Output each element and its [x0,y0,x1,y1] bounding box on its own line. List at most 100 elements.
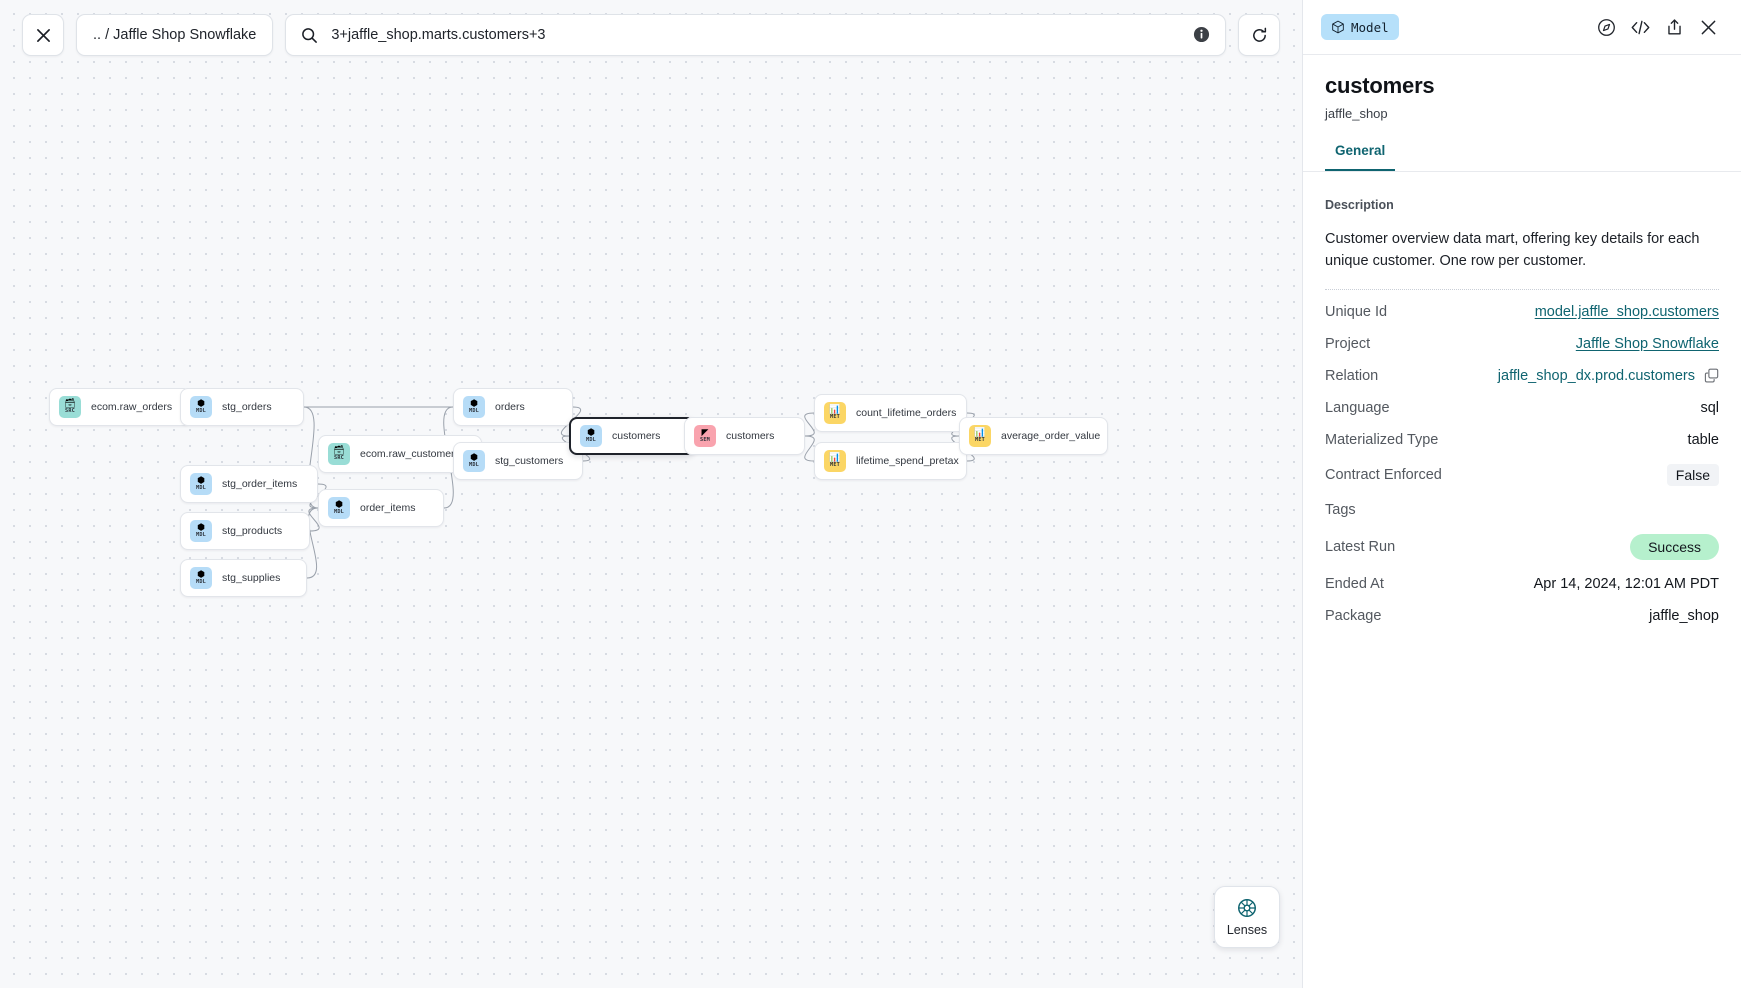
mdl-badge-icon: ⬢MDL [190,396,212,418]
sem-badge-icon: ◤SEM [694,425,716,447]
property-value[interactable]: jaffle_shop_dx.prod.customers [1498,368,1719,384]
graph-node-label: stg_order_items [222,478,298,490]
panel-body: Description Customer overview data mart,… [1303,172,1741,988]
search-input[interactable] [319,27,1193,43]
mdl-badge-icon: ⬢MDL [580,425,602,447]
property-row: Package jaffle_shop [1325,600,1719,632]
property-value: table [1688,432,1719,448]
property-value-text: jaffle_shop_dx.prod.customers [1497,367,1695,384]
graph-node-label: stg_products [222,525,283,537]
copy-icon[interactable] [1704,368,1719,383]
graph-node-label: customers [726,430,775,442]
panel-title-block: customers jaffle_shop [1303,55,1741,121]
property-row: Tags [1325,494,1719,526]
mdl-badge-icon: ⬢MDL [190,567,212,589]
node-type-label: Model [1351,19,1389,35]
property-link[interactable]: Jaffle Shop Snowflake [1575,335,1719,352]
property-key: Ended At [1325,575,1384,592]
search-bar[interactable] [285,14,1226,56]
panel-tabs: General [1303,143,1741,172]
graph-node-label: count_lifetime_orders [856,407,957,419]
search-icon [300,26,319,45]
close-icon [36,28,50,42]
property-value: False [1666,463,1719,486]
graph-node-label: average_order_value [1001,430,1101,442]
lens-icon [1238,899,1256,917]
graph-node-customers_semantic[interactable]: ◤SEM customers [684,417,805,455]
property-value: jaffle_shop [1649,608,1719,624]
property-key: Materialized Type [1325,431,1439,448]
graph-node-count_lifetime_orders[interactable]: 📊MET count_lifetime_orders [814,394,967,432]
cube-icon [1332,20,1344,34]
mdl-badge-icon: ⬢MDL [190,473,212,495]
property-value: Apr 14, 2024, 12:01 AM PDT [1534,576,1719,592]
property-value-text: Apr 14, 2024, 12:01 AM PDT [1533,575,1719,592]
divider [1325,288,1719,290]
compass-icon[interactable] [1591,12,1621,42]
property-value-text: sql [1700,399,1719,416]
property-key: Language [1325,399,1390,416]
property-row: Language sql [1325,392,1719,424]
property-key: Contract Enforced [1325,466,1442,483]
node-type-chip: Model [1321,14,1399,40]
canvas-toolbar: .. / Jaffle Shop Snowflake [0,0,1302,70]
page-title: customers [1325,73,1435,98]
property-key: Package [1325,607,1382,624]
property-key: Tags [1325,501,1356,518]
property-row: Materialized Type table [1325,424,1719,456]
property-value: Success [1630,533,1719,560]
property-value-text: table [1687,431,1719,448]
graph-node-label: stg_customers [495,455,564,467]
description-label: Description [1325,198,1394,212]
close-icon [1701,20,1715,34]
property-row: Latest Run Success [1325,526,1719,568]
breadcrumb[interactable]: .. / Jaffle Shop Snowflake [76,14,274,56]
graph-node-label: order_items [360,502,416,514]
status-badge: Success [1630,533,1719,560]
property-key: Latest Run [1325,538,1396,555]
description-text: Customer overview data mart, offering ke… [1325,231,1700,270]
code-icon[interactable] [1625,12,1655,42]
met-badge-icon: 📊MET [824,402,846,424]
refresh-button[interactable] [1238,14,1280,56]
property-row: Contract Enforced False [1325,456,1719,494]
refresh-icon [1252,27,1266,42]
graph-node-label: stg_supplies [222,572,281,584]
property-value: sql [1700,400,1719,416]
mdl-badge-icon: ⬢MDL [463,396,485,418]
graph-node-stg_supplies[interactable]: ⬢MDL stg_supplies [180,559,307,597]
graph-node-stg_order_items[interactable]: ⬢MDL stg_order_items [180,465,318,503]
met-badge-icon: 📊MET [824,450,846,472]
src-badge-icon: 🗃SRC [59,396,81,418]
panel-subtitle: jaffle_shop [1325,106,1388,121]
close-panel-button[interactable] [1693,12,1723,42]
close-lineage-button[interactable] [22,14,64,56]
value-badge: False [1666,463,1719,486]
share-icon[interactable] [1659,12,1689,42]
property-value[interactable]: model.jaffle_shop.customers [1535,304,1719,320]
mdl-badge-icon: ⬢MDL [190,520,212,542]
property-key: Unique Id [1325,303,1388,320]
detail-panel: Model [1302,0,1741,988]
property-key: Relation [1325,367,1379,384]
graph-node-stg_products[interactable]: ⬢MDL stg_products [180,512,310,550]
info-icon[interactable] [1193,26,1211,44]
property-row: Unique Id model.jaffle_shop.customers [1325,296,1719,328]
lenses-button[interactable]: Lenses [1214,886,1280,948]
property-row: Ended At Apr 14, 2024, 12:01 AM PDT [1325,568,1719,600]
panel-header: Model [1303,0,1741,55]
property-value[interactable]: Jaffle Shop Snowflake [1576,336,1719,352]
tab-general[interactable]: General [1325,143,1396,171]
property-link[interactable]: model.jaffle_shop.customers [1534,303,1719,320]
